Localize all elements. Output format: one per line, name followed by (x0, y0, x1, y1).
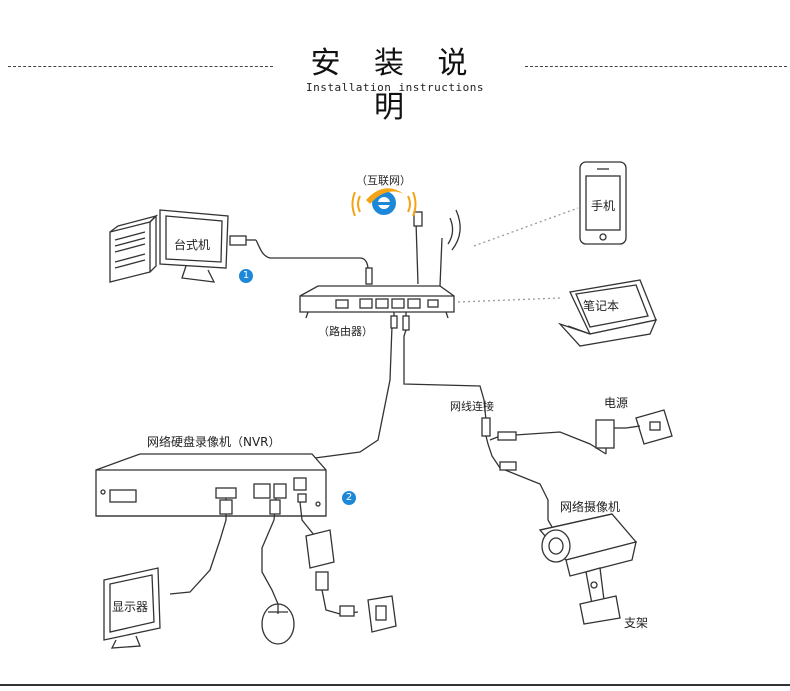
network-camera-label: 网络摄像机 (560, 500, 621, 514)
page-header: 安 装 说 明 Installation instructions (0, 0, 790, 125)
mouse-cable (261, 497, 279, 605)
wifi-wave (447, 217, 454, 245)
phone-label: 手机 (591, 199, 616, 213)
desktop-monitor-icon (159, 209, 229, 283)
camera-power-adapter-icon (595, 409, 673, 454)
display-monitor-icon (103, 567, 161, 649)
desktop-label: 台式机 (174, 238, 211, 252)
laptop-icon (557, 279, 658, 347)
camera-bracket-icon (579, 567, 621, 625)
nvr-label: 网络硬盘录像机（NVR） (147, 435, 281, 449)
desktop-router-cable (255, 239, 369, 271)
bracket-label: 支架 (624, 616, 649, 630)
desktop-tower-icon (109, 214, 159, 283)
footer-divider (0, 684, 790, 686)
nvr-power-adapter-icon (305, 529, 397, 633)
cable-connection-label: 网线连接 (450, 400, 494, 413)
monitor-label: 显示器 (112, 600, 149, 614)
power-label: 电源 (604, 396, 629, 410)
nvr-monitor-cable (169, 498, 227, 595)
internet-label: （互联网） (356, 174, 411, 187)
step-1-badge: 1 (239, 269, 253, 283)
header-divider-right (525, 66, 787, 67)
phone-icon (579, 161, 627, 245)
nvr-icon (95, 453, 327, 517)
router-label: （路由器） (318, 325, 373, 338)
cable-junction-icon (481, 417, 607, 535)
page-title: 安 装 说 明 (310, 46, 480, 125)
header-divider-left (8, 66, 273, 67)
laptop-label: 笔记本 (583, 299, 620, 313)
mouse-icon (261, 603, 295, 645)
internet-explorer-icon (351, 188, 417, 217)
page-subtitle: Installation instructions (305, 81, 485, 94)
step-2-badge: 2 (342, 491, 356, 505)
network-camera-icon (538, 513, 638, 577)
router-icon (299, 211, 455, 319)
desktop-plug-icon (229, 235, 256, 246)
